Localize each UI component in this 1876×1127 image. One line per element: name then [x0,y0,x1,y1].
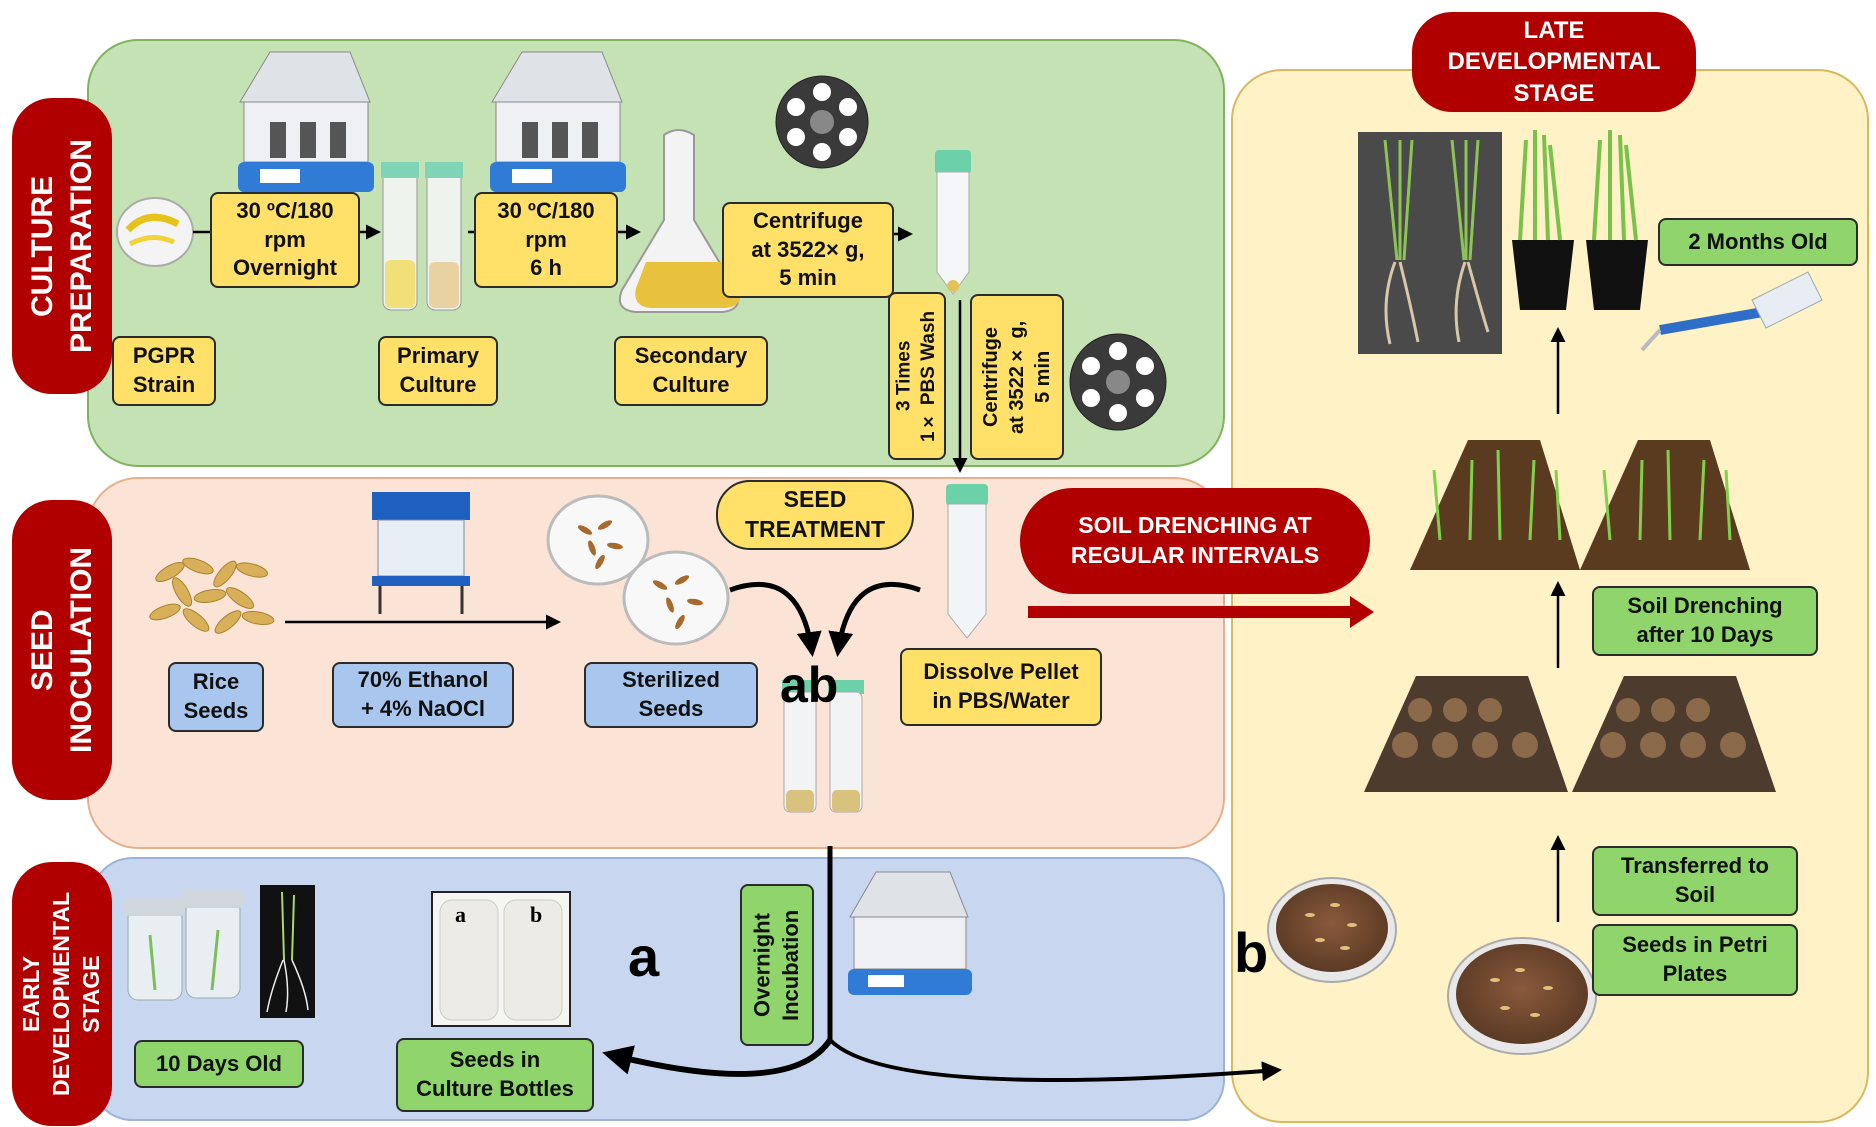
micropipette-icon [1640,271,1823,352]
rice-seeds-label: Rice Seeds [168,662,264,732]
centrifuge-2-label: Centrifuge at 3522× g, 5 min [970,294,1064,460]
pgpr-strain-label: PGPR Strain [112,336,216,406]
falcon-tube-icon [935,150,971,295]
rice-seeds-icon [149,557,275,634]
soil-drenching-banner: SOIL DRENCHING AT REGULAR INTERVALS [1020,488,1370,594]
dissolve-pellet-label: Dissolve Pellet in PBS/Water [900,648,1102,726]
primary-culture-label: Primary Culture [378,336,498,406]
culture-jars-icon [124,890,244,1001]
laminar-flow-hood-icon [372,492,470,614]
two-months-old-label: 2 Months Old [1658,218,1858,266]
culture-bottles-photo [431,891,571,1027]
erlenmeyer-flask-icon [618,129,741,313]
section-pill-culture: CULTURE PREPARATION [12,98,112,394]
orbital-shaker-icon-3 [848,871,972,995]
centrifuge-rotor-icon [775,75,869,169]
culture-step-centrifuge: Centrifuge at 3522× g, 5 min [722,202,894,298]
sterilized-seeds-petri-icon [546,494,730,646]
orbital-shaker-icon-2 [490,51,626,192]
arrow-to-culture-bottles [602,1038,833,1077]
bottle-letter-a: a [455,902,466,927]
section-pill-seed: SEED INOCULATION [12,500,112,800]
transferred-pots-icon [1364,676,1776,792]
seeds-culture-bottles-label: Seeds in Culture Bottles [396,1038,594,1112]
seeds-petri-plates-label: Seeds in Petri Plates [1592,924,1798,996]
rice-root-photo [1358,132,1502,354]
culture-step-6h: 30 ºC/180 rpm 6 h [474,192,618,288]
seedling-roots-photo [260,885,315,1018]
petri-dish-icon [1267,877,1597,1055]
section-pill-late: LATE DEVELOPMENTAL STAGE [1412,12,1696,112]
sterilized-seeds-label: Sterilized Seeds [584,662,758,728]
orbital-shaker-icon [238,51,374,192]
transferred-to-soil-label: Transferred to Soil [1592,846,1798,916]
overnight-incubation-label: Overnight Incubation [740,884,814,1046]
arrow-pellet-to-tubes [828,582,921,657]
route-letter-b: b [1234,921,1269,984]
arrow-to-petri-plates [828,1038,1282,1082]
culture-step-overnight: 30 ºC/180 rpm Overnight [210,192,360,288]
pbs-wash-label: 3 Times 1× PBS Wash [888,292,946,460]
primary-culture-tubes-icon [381,162,463,311]
bottle-letter-b: b [530,902,543,927]
falcon-tube-pellet-icon [946,484,988,639]
soil-drenching-arrowhead [1350,596,1374,628]
treatment-tubes-letters: ab [780,657,839,713]
soil-drenching-10days-label: Soil Drenching after 10 Days [1592,586,1818,656]
seedling-pots-icon [1410,440,1750,570]
route-letter-a: a [628,925,660,988]
ten-days-old-label: 10 Days Old [134,1040,304,1088]
centrifuge-rotor-icon-2 [1069,333,1167,431]
pgpr-petri-icon [116,197,194,267]
seed-treatment-tubes-icon [782,680,864,813]
two-month-pots-photo [1512,130,1648,310]
arrow-sterilized-to-tubes [729,582,822,657]
ethanol-naocl-label: 70% Ethanol + 4% NaOCl [332,662,514,728]
seed-treatment-label: SEED TREATMENT [716,480,914,550]
section-pill-early: EARLY DEVELOPMENTAL STAGE [12,862,112,1126]
secondary-culture-label: Secondary Culture [614,336,768,406]
